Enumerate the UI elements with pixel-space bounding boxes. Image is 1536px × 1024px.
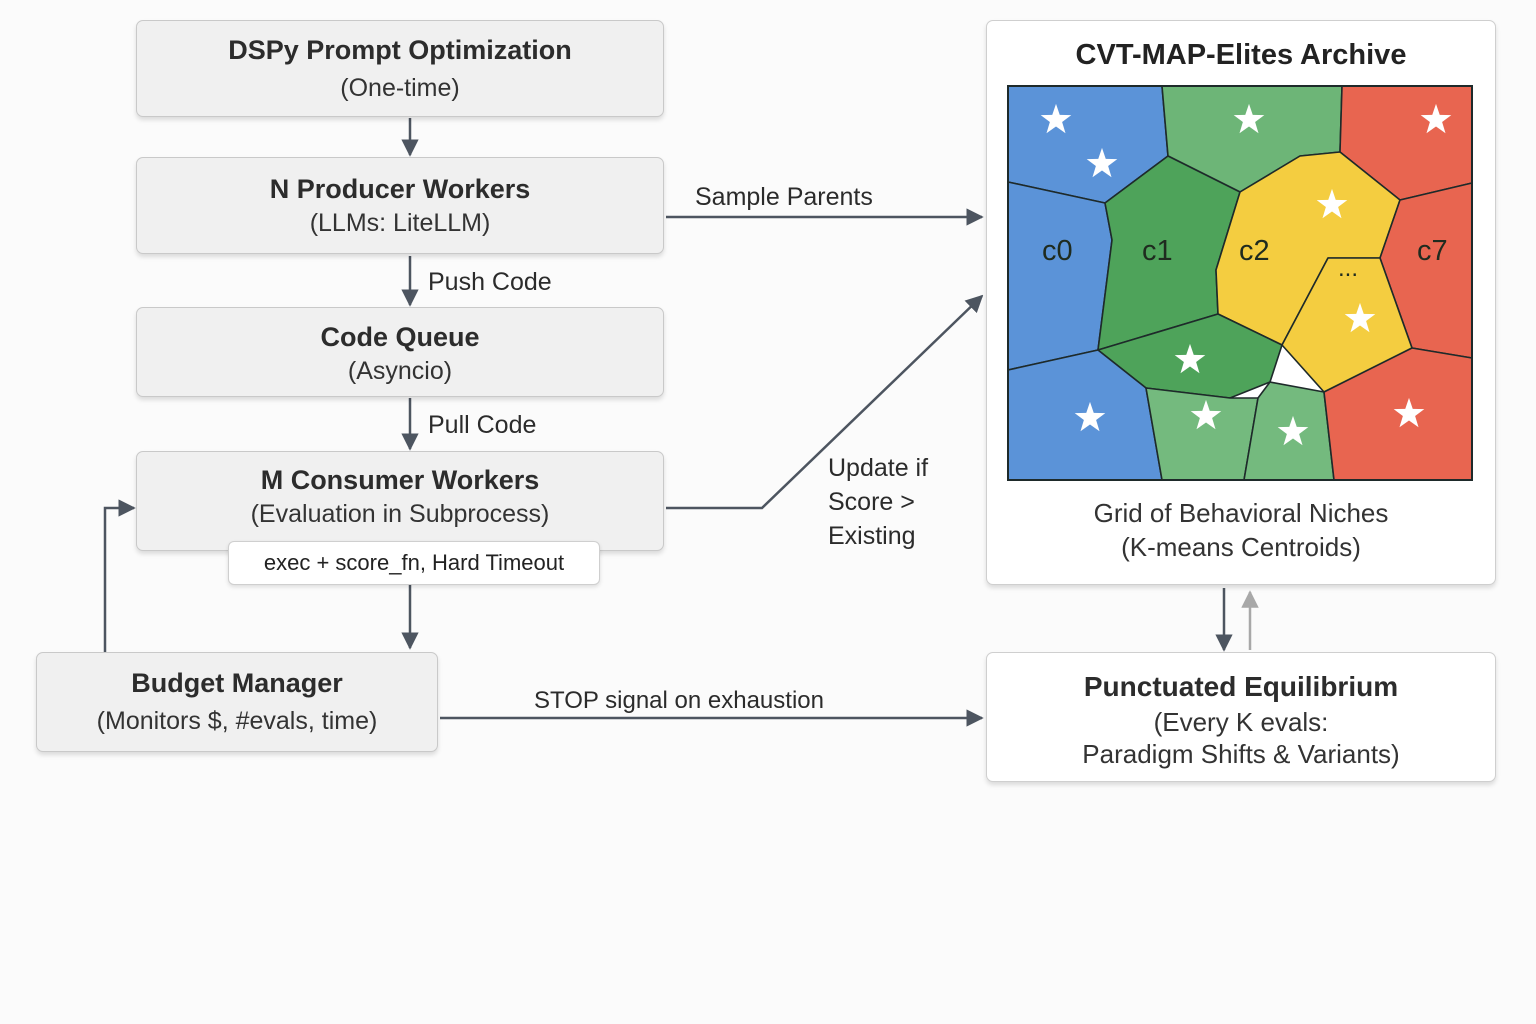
pull-code-label: Pull Code: [428, 411, 537, 439]
consumer-subtitle: (Evaluation in Subprocess): [250, 500, 550, 528]
exec-label: exec + score_fn, Hard Timeout: [263, 550, 565, 575]
update-label-line2: Score >: [828, 488, 915, 516]
dspy-subtitle: (One-time): [340, 74, 460, 102]
push-code-label: Push Code: [428, 268, 552, 296]
producer-node: N Producer Workers (LLMs: LiteLLM): [136, 157, 664, 254]
dspy-node: DSPy Prompt Optimization (One-time): [136, 20, 664, 117]
pe-node: Punctuated Equilibrium (Every K evals: P…: [986, 652, 1496, 782]
budget-title: Budget Manager: [131, 668, 343, 698]
pe-title: Punctuated Equilibrium: [1083, 671, 1399, 702]
cell-label-c7: c7: [1417, 235, 1448, 267]
niche-cell: [1145, 387, 1259, 481]
cell-label-c2: c2: [1239, 235, 1270, 267]
update-label-line1: Update if: [828, 454, 929, 482]
producer-title: N Producer Workers: [269, 174, 531, 204]
archive-title: CVT-MAP-Elites Archive: [1075, 39, 1407, 71]
niche-cell: [1007, 181, 1113, 371]
exec-node: exec + score_fn, Hard Timeout: [228, 541, 600, 585]
queue-node: Code Queue (Asyncio): [136, 307, 664, 397]
pe-subtitle-line2: Paradigm Shifts & Variants): [1082, 739, 1400, 769]
cell-label-c1: c1: [1142, 235, 1173, 267]
dspy-title: DSPy Prompt Optimization: [228, 35, 572, 65]
queue-title: Code Queue: [320, 322, 480, 352]
consumer-title: M Consumer Workers: [260, 465, 540, 495]
voronoi-border: [1007, 85, 1473, 481]
budget-node: Budget Manager (Monitors $, #evals, time…: [36, 652, 438, 752]
cell-label-c0: c0: [1042, 235, 1073, 267]
archive-caption-line1: Grid of Behavioral Niches: [1093, 498, 1389, 528]
archive-caption-line2: (K-means Centroids): [1121, 532, 1361, 562]
pe-subtitle-line1: (Every K evals:: [1153, 707, 1329, 737]
stop-signal-label: STOP signal on exhaustion: [534, 687, 824, 714]
arrow-update-archive: [666, 294, 984, 510]
sample-parents-label: Sample Parents: [695, 183, 873, 211]
arrow-budget-to-consumer: [103, 499, 136, 652]
producer-subtitle: (LLMs: LiteLLM): [309, 209, 491, 237]
queue-subtitle: (Asyncio): [347, 357, 453, 385]
budget-subtitle: (Monitors $, #evals, time): [96, 707, 378, 735]
update-label-line3: Existing: [828, 522, 916, 550]
cell-label-ellipsis: ...: [1338, 255, 1358, 282]
